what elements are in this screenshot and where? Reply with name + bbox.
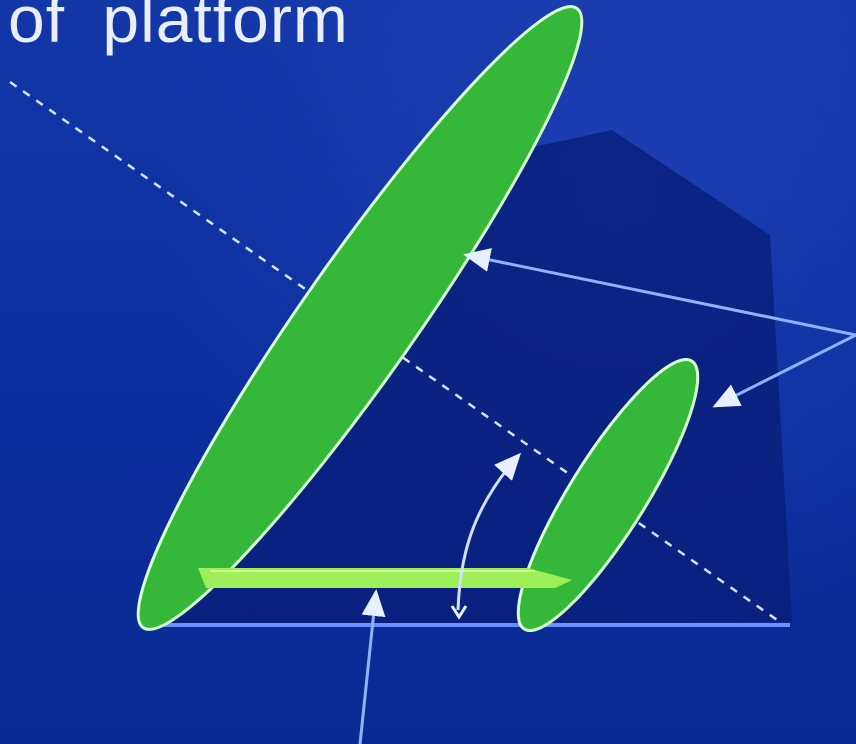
diagram-canvas: of platform (0, 0, 856, 744)
diagram-svg (0, 0, 856, 744)
